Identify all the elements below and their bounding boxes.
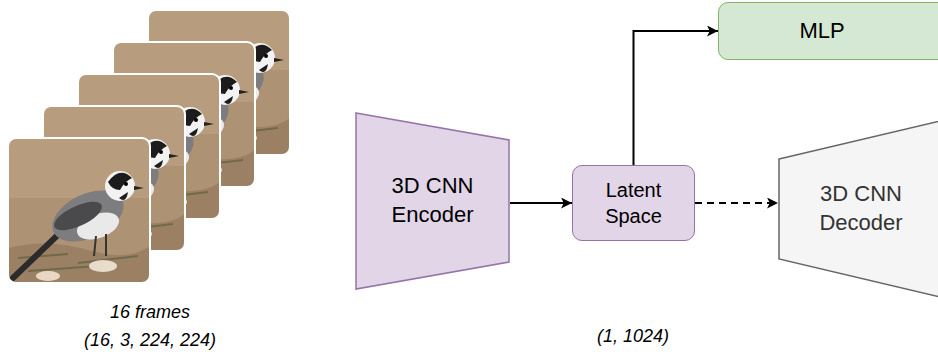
flow-arrow [510,202,572,204]
decoder-block-outline [778,118,938,300]
decoder-block: 3D CNN Decoder [778,118,938,300]
dashed-arrow [695,202,778,204]
trapezoid-shape [779,119,938,299]
latent-box: Latent Space [572,165,695,241]
latent-shape-label: (1, 1024) [597,326,669,347]
node-label: Latent Space [586,177,681,229]
mlp-box: MLP [718,2,938,60]
flow-arrow [634,31,719,165]
encoder-block-outline [355,112,510,290]
trapezoid-shape [356,113,509,289]
encoder-block: 3D CNN Encoder [355,112,510,290]
input-shape-label: (16, 3, 224, 224) [84,330,216,351]
input-shape-label: 16 frames [110,302,190,323]
node-label: 3D CNN Encoder [373,172,493,229]
node-label: MLP [799,17,844,46]
node-label: 3D CNN Decoder [801,180,921,237]
